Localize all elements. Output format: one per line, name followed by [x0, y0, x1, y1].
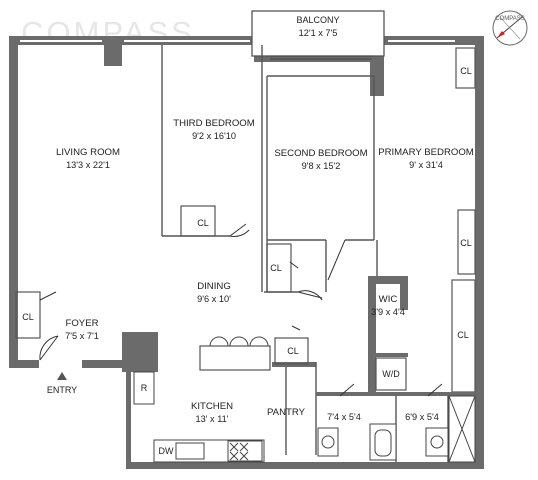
- washer-dryer-label: W/D: [382, 369, 400, 379]
- second-bedroom-name: SECOND BEDROOM: [274, 148, 367, 159]
- entry-label: ENTRY: [47, 385, 77, 395]
- foyer-closet-label: CL: [22, 312, 34, 322]
- primary-closet-label-2: CL: [460, 238, 472, 248]
- foyer-name: FOYER: [65, 318, 98, 329]
- interior-walls: [15, 45, 476, 462]
- wic-name: WIC: [379, 294, 398, 305]
- third-bedroom-closet-label: CL: [197, 218, 209, 228]
- dishwasher-label: DW: [159, 446, 174, 456]
- third-bedroom-dims: 9'2 x 16'10: [192, 131, 236, 141]
- bath-fixtures: [317, 395, 476, 463]
- dining-dims: 9'6 x 10': [197, 294, 231, 304]
- exterior-walls: [9, 36, 484, 469]
- pantry-name: PANTRY: [267, 407, 306, 418]
- stove-icon: [227, 440, 263, 462]
- primary-bedroom-name: PRIMARY BEDROOM: [378, 147, 474, 158]
- balcony-dims: 12'1 x 7'5: [299, 28, 338, 38]
- bath-1-dims: 7'4 x 5'4: [327, 412, 361, 422]
- balcony-name: BALCONY: [296, 15, 339, 25]
- kitchen-sink-icon: [175, 442, 205, 460]
- balcony-outline: [251, 10, 385, 57]
- second-bedroom-closet-label: CL: [270, 263, 282, 273]
- third-bedroom-name: THIRD BEDROOM: [173, 118, 255, 129]
- kitchen-fixtures: [133, 371, 265, 463]
- dining-name: DINING: [197, 281, 231, 292]
- primary-closet-label-1: CL: [460, 66, 472, 76]
- refrigerator: [133, 371, 155, 405]
- living-room-name: LIVING ROOM: [56, 147, 120, 158]
- primary-bedroom-dims: 9' x 31'4: [409, 160, 443, 170]
- doors: [39, 223, 443, 397]
- refrigerator-label: R: [141, 383, 148, 393]
- compass-rose-label: COMPASS: [495, 16, 525, 22]
- second-bedroom-dims: 9'8 x 15'2: [302, 161, 341, 171]
- living-room-dims: 13'3 x 22'1: [66, 160, 110, 170]
- primary-closet-label-3: CL: [457, 330, 469, 340]
- foyer-dims: 7'5 x 7'1: [65, 331, 99, 341]
- wic-dims: 3'9 x 4'4: [371, 307, 405, 317]
- kitchen-name: KITCHEN: [191, 401, 233, 412]
- compass-rose-icon: COMPASS: [492, 10, 528, 46]
- entry-arrow-icon: [57, 372, 67, 380]
- kitchen-dims: 13' x 11': [196, 414, 229, 424]
- shower-icon: [448, 395, 476, 463]
- bath-2-dims: 6'9 x 5'4: [405, 412, 439, 422]
- dining-closet-label: CL: [287, 346, 299, 356]
